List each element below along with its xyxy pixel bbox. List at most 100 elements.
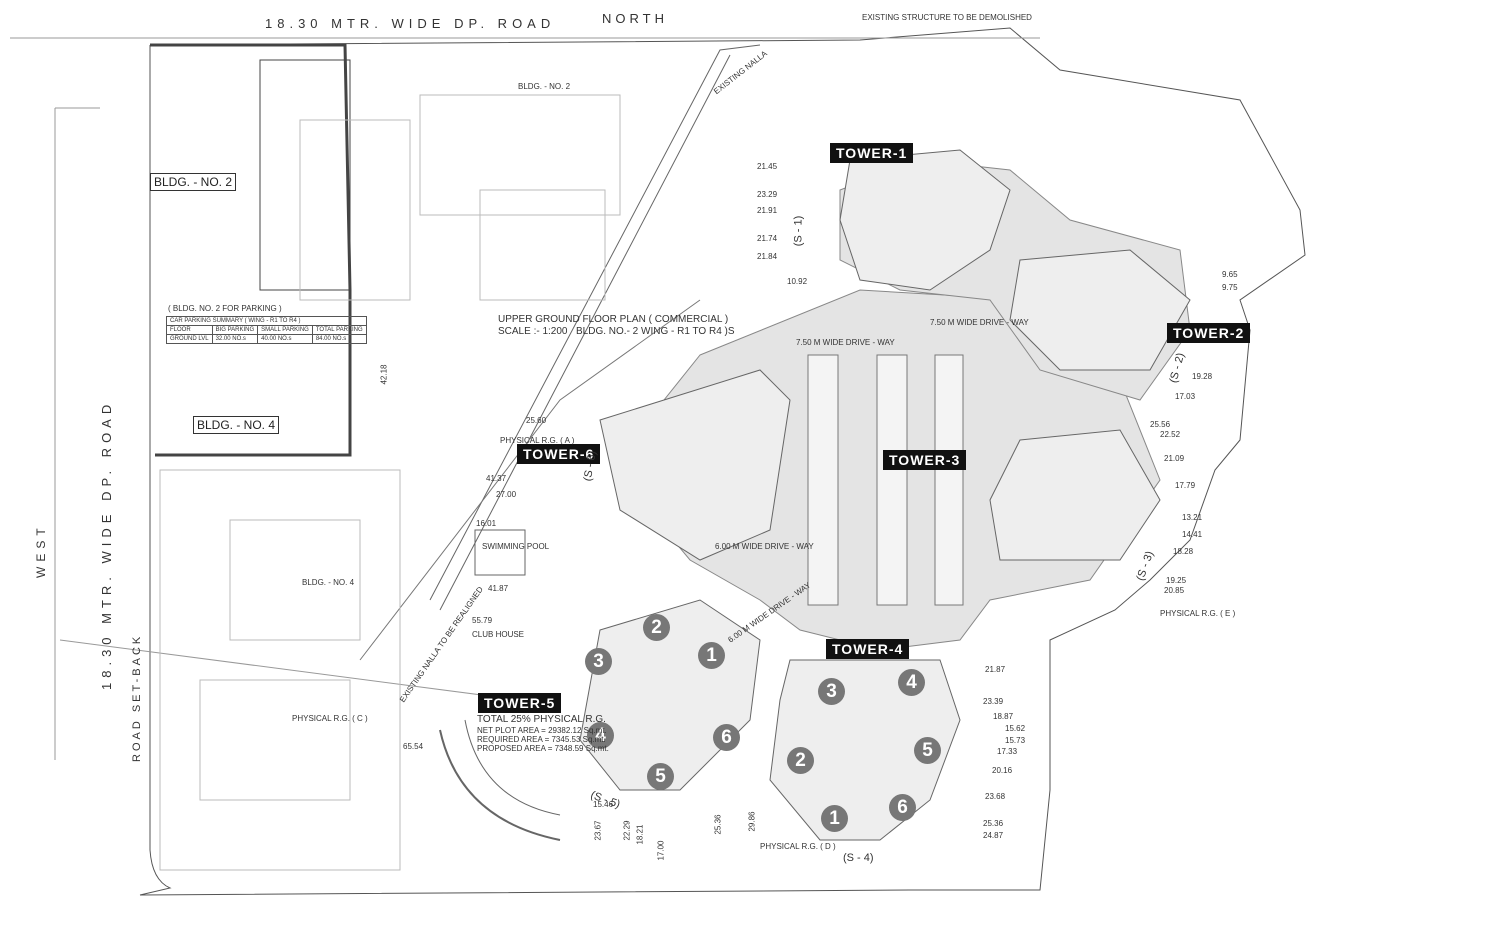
tower-1-label: TOWER-1 [830, 143, 914, 163]
dimension-label: 21.09 [1164, 454, 1185, 463]
tower-5-label: TOWER-5 [478, 693, 562, 713]
tower-2-label: TOWER-2 [1167, 323, 1251, 343]
rg-e-label: PHYSICAL R.G. ( E ) [1160, 609, 1236, 618]
dimension-label: 55.79 [472, 616, 493, 625]
dimension-label: 41.37 [486, 474, 507, 483]
bldg4-title: BLDG. - NO. 4 [302, 578, 355, 587]
tower5-wing-1-marker: 1 [698, 642, 725, 669]
dimension-label: 10.92 [787, 277, 808, 286]
tower5-wing-6-marker: 6 [713, 724, 740, 751]
tower5-wing-3-marker: 3 [585, 648, 612, 675]
dimension-label: 19.25 [1166, 576, 1187, 585]
parking-summary-title: CAR PARKING SUMMARY ( WING - R1 TO R4 ) [166, 316, 367, 326]
drive-way-label: 6.00 M WIDE DRIVE - WAY [715, 542, 814, 551]
tower5-wing-5-marker: 5 [647, 763, 674, 790]
dimension-label: 21.91 [757, 206, 778, 215]
bldg-4-label: BLDG. - NO. 4 [193, 416, 280, 434]
tower4-wing-2-marker: 2 [787, 747, 814, 774]
required-area: REQUIRED AREA = 7345.53 Sq.mt. [477, 735, 606, 744]
table-header: FLOOR [166, 325, 213, 335]
table-cell: 40.00 NO.s [257, 334, 313, 344]
bldg2-top-title: BLDG. - NO. 2 [518, 82, 571, 91]
dimension-label: 18.87 [993, 712, 1014, 721]
proposed-area: PROPOSED AREA = 7348.59 Sq.mt. [477, 744, 609, 753]
bldg2-parking-note: ( BLDG. NO. 2 FOR PARKING ) [168, 304, 282, 313]
tower5-wing-4-marker: 4 [587, 722, 614, 749]
tower4-wing-3-marker: 3 [818, 678, 845, 705]
tower5-wing-2-marker: 2 [643, 614, 670, 641]
dimension-label: 21.87 [985, 665, 1006, 674]
dimension-label: 14.41 [1182, 530, 1203, 539]
north-road-label: 18.30 MTR. WIDE DP. ROAD [265, 16, 556, 31]
dimension-label: 23.39 [983, 697, 1004, 706]
dimension-label: 23.67 [593, 820, 603, 841]
dimension-label: 9.65 [1222, 270, 1238, 279]
dimension-label: 25.36 [983, 819, 1004, 828]
dimension-label: 25.60 [526, 416, 547, 425]
table-cell: 32.00 NO.s [211, 334, 259, 344]
dimension-label: 17.33 [997, 747, 1018, 756]
tower4-wing-5-marker: 5 [914, 737, 941, 764]
dimension-label: 17.79 [1175, 481, 1196, 490]
dimension-label: 21.74 [757, 234, 778, 243]
north-label: NORTH [602, 11, 668, 26]
drive-way-label: 7.50 M WIDE DRIVE - WAY [796, 338, 895, 347]
drive-way-label: 7.50 M WIDE DRIVE - WAY [930, 318, 1029, 327]
dimension-label: 24.87 [983, 831, 1004, 840]
dimension-label: 17.00 [656, 840, 666, 861]
rg-c-label: PHYSICAL R.G. ( C ) [292, 714, 368, 723]
dimension-label: 20.85 [1164, 586, 1185, 595]
section-s1: (S - 1) [792, 215, 805, 247]
dimension-label: 15.73 [1005, 736, 1026, 745]
table-cell: GROUND LVL [166, 334, 213, 344]
club-house-label: CLUB HOUSE [472, 630, 525, 639]
tower-3-label: TOWER-3 [883, 450, 967, 470]
net-plot-area: NET PLOT AREA = 29382.12 Sq.mt. [477, 726, 607, 735]
dimension-label: 27.00 [496, 490, 517, 499]
table-cell: 84.00 NO.s [311, 334, 367, 344]
dimension-label: 13.21 [1182, 513, 1203, 522]
dimension-label: 21.84 [757, 252, 778, 261]
dimension-label: 23.68 [985, 792, 1006, 801]
road-setback-label: ROAD SET-BACK [131, 633, 143, 762]
section-s4: (S - 4) [843, 852, 874, 864]
upper-ground-plan-title: UPPER GROUND FLOOR PLAN ( COMMERCIAL ) [498, 314, 729, 325]
dimension-label: 9.75 [1222, 283, 1238, 292]
swimming-pool-label: SWIMMING POOL [482, 542, 550, 551]
dimension-label: 23.29 [757, 190, 778, 199]
bldg-2-label: BLDG. - NO. 2 [150, 173, 237, 191]
table-header: BIG PARKING [211, 325, 259, 335]
west-road-label: 18.30 MTR. WIDE DP. ROAD [99, 399, 114, 690]
dimension-label: 65.54 [403, 742, 424, 751]
west-label: WEST [34, 523, 48, 578]
tower4-wing-4-marker: 4 [898, 669, 925, 696]
rg-d-label: PHYSICAL R.G. ( D ) [760, 842, 836, 851]
dimension-label: 22.29 [622, 820, 632, 841]
parking-summary-table: CAR PARKING SUMMARY ( WING - R1 TO R4 ) … [166, 316, 367, 344]
dimension-label: 16.01 [476, 519, 497, 528]
dimension-label: 18.28 [1173, 547, 1194, 556]
dimension-label: 18.21 [635, 824, 645, 845]
dimension-label: 21.45 [757, 162, 778, 171]
dimension-label: 20.16 [992, 766, 1013, 775]
dimension-label: 41.87 [488, 584, 509, 593]
dimension-label: 25.36 [713, 814, 723, 835]
scale-label: SCALE :- 1:200 [498, 326, 568, 337]
dimension-label: 15.62 [1005, 724, 1026, 733]
demolish-note: EXISTING STRUCTURE TO BE DEMOLISHED [862, 13, 1032, 22]
dimension-label: 25.56 [1150, 420, 1171, 429]
tower-4-label: TOWER-4 [826, 639, 910, 659]
table-header: SMALL PARKING [257, 325, 313, 335]
table-header: TOTAL PARKING [311, 325, 367, 335]
dimension-label: 19.28 [1192, 372, 1213, 381]
rg-a-label: PHYSICAL R.G. ( A ) [500, 436, 575, 445]
tower-6-label: TOWER-6 [517, 444, 601, 464]
dimension-label: 17.03 [1175, 392, 1196, 401]
rg-total: TOTAL 25% PHYSICAL R.G. [477, 714, 606, 725]
dimension-label: 42.18 [379, 364, 389, 385]
tower4-wing-6-marker: 6 [889, 794, 916, 821]
tower4-wing-1-marker: 1 [821, 805, 848, 832]
dimension-label: 22.52 [1160, 430, 1181, 439]
wing-label: BLDG. NO.- 2 WING - R1 TO R4 )S [576, 326, 735, 337]
